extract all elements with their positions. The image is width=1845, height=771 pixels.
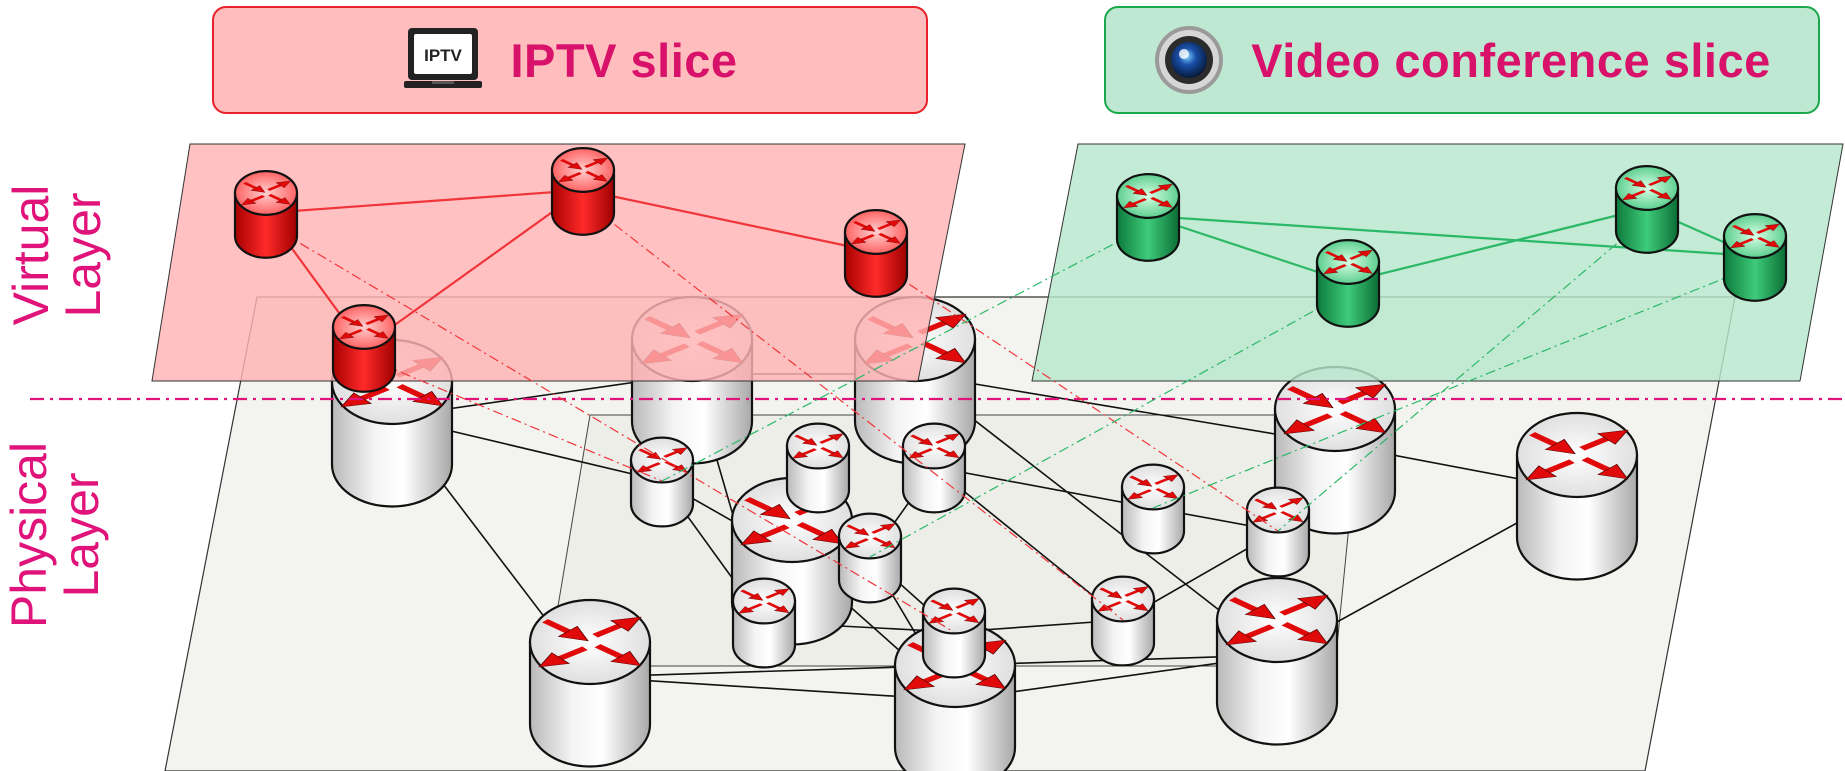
iptv-monitor-icon: IPTV bbox=[402, 25, 484, 95]
physical-edge-router bbox=[837, 512, 903, 604]
video-virtual-router bbox=[1614, 165, 1680, 254]
iptv-virtual-router bbox=[550, 147, 616, 236]
physical-link bbox=[914, 373, 1336, 445]
iptv-virtual-router bbox=[843, 209, 909, 298]
video-virtual-router bbox=[1722, 213, 1788, 302]
physical-edge-router bbox=[921, 587, 987, 679]
physical-core-router bbox=[1515, 411, 1639, 581]
iptv-mapping-link bbox=[265, 222, 955, 633]
video-conference-slice-title: Video conference slice bbox=[1251, 33, 1771, 87]
physical-edge-router bbox=[731, 577, 797, 669]
physical-edge-router bbox=[1245, 486, 1311, 578]
physical-core-router bbox=[528, 598, 652, 768]
virtual-layer-label-line1: Virtual bbox=[3, 184, 59, 326]
iptv-mapping-link bbox=[875, 261, 1279, 532]
virtual-layer-label-line2: Layer bbox=[55, 192, 111, 318]
video-conference-slice-banner: Video conference slice bbox=[1104, 6, 1820, 114]
camera-lens-icon bbox=[1153, 24, 1225, 96]
video-virtual-link bbox=[1347, 206, 1648, 284]
video-virtual-router bbox=[1315, 239, 1381, 328]
iptv-icon-text: IPTV bbox=[425, 46, 463, 65]
video-mapping-link bbox=[1152, 265, 1756, 509]
physical-edge-router bbox=[1120, 463, 1186, 555]
physical-layer-label: Physical Layer bbox=[1, 415, 113, 655]
physical-layer-label-line1: Physical bbox=[1, 441, 57, 629]
video-mapping-link bbox=[661, 225, 1149, 482]
video-mapping-link bbox=[1277, 217, 1648, 532]
physical-edge-router bbox=[629, 436, 695, 528]
video-virtual-router bbox=[1115, 173, 1181, 262]
physical-core-router bbox=[1215, 576, 1339, 746]
virtual-layer-label: Virtual Layer bbox=[3, 165, 115, 345]
iptv-mapping-link bbox=[363, 356, 663, 482]
physical-link bbox=[933, 466, 1154, 509]
iptv-virtual-router bbox=[233, 170, 299, 259]
physical-edge-router bbox=[785, 422, 851, 514]
iptv-mapping-link bbox=[582, 199, 1124, 621]
video-virtual-link bbox=[1147, 214, 1349, 284]
physical-edge-router bbox=[1090, 575, 1156, 667]
iptv-virtual-link bbox=[363, 189, 584, 348]
iptv-virtual-link bbox=[265, 188, 584, 215]
iptv-slice-title: IPTV slice bbox=[510, 33, 738, 87]
physical-layer-label-line2: Layer bbox=[53, 472, 109, 598]
iptv-virtual-router bbox=[331, 304, 397, 393]
video-mapping-link bbox=[869, 291, 1349, 558]
physical-edge-router bbox=[901, 422, 967, 514]
iptv-slice-banner: IPTV IPTV slice bbox=[212, 6, 928, 114]
iptv-virtual-link bbox=[582, 188, 877, 254]
